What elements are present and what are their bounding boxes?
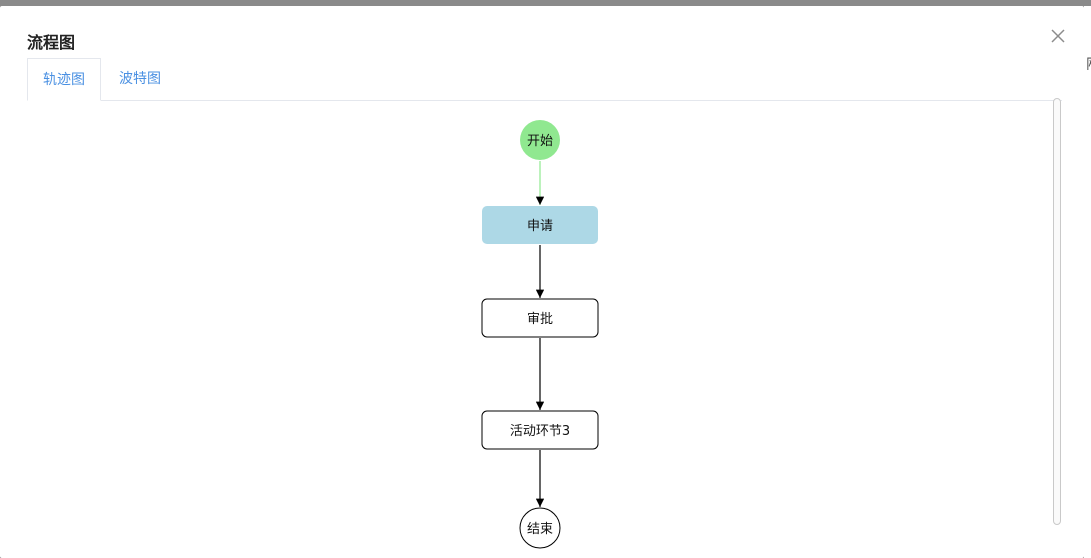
flow-node-shape [519,507,561,549]
flow-node-shape [482,206,598,244]
flow-node-label: 审批 [527,312,553,327]
flow-node-label: 申请 [527,219,553,234]
flow-node-label: 结束 [527,522,553,537]
backdrop-overlay [0,0,1091,6]
flowchart-dialog: 流程图 轨迹图 波特图 开始申请审批活动环节3 结束 [0,6,1084,558]
tab-bar: 轨迹图 波特图 [27,58,1062,101]
flow-node-approve[interactable]: 审批 [481,298,599,338]
backdrop-text-fragment: 㒳 [1086,54,1091,74]
dialog-title: 流程图 [27,33,76,52]
tab-trajectory[interactable]: 轨迹图 [27,58,101,101]
vertical-scrollbar[interactable] [1053,98,1061,525]
flow-node-shape [520,120,560,160]
flow-node-label: 开始 [527,134,553,149]
flow-node-shape [481,298,599,338]
flow-node-apply[interactable]: 申请 [482,206,598,244]
tab-bode[interactable]: 波特图 [119,71,161,87]
flow-node-end[interactable]: 结束 [519,507,561,549]
close-button[interactable] [1046,24,1070,48]
backdrop-page-edge: 㒳 [1084,6,1091,558]
flow-node-shape [481,410,599,450]
flow-node-label: 活动环节3 [510,424,570,439]
flow-diagram: 开始申请审批活动环节3 结束 [27,100,1052,558]
close-icon [1051,29,1065,43]
flow-node-start[interactable]: 开始 [520,120,560,160]
flow-node-activity3[interactable]: 活动环节3 [481,410,599,450]
